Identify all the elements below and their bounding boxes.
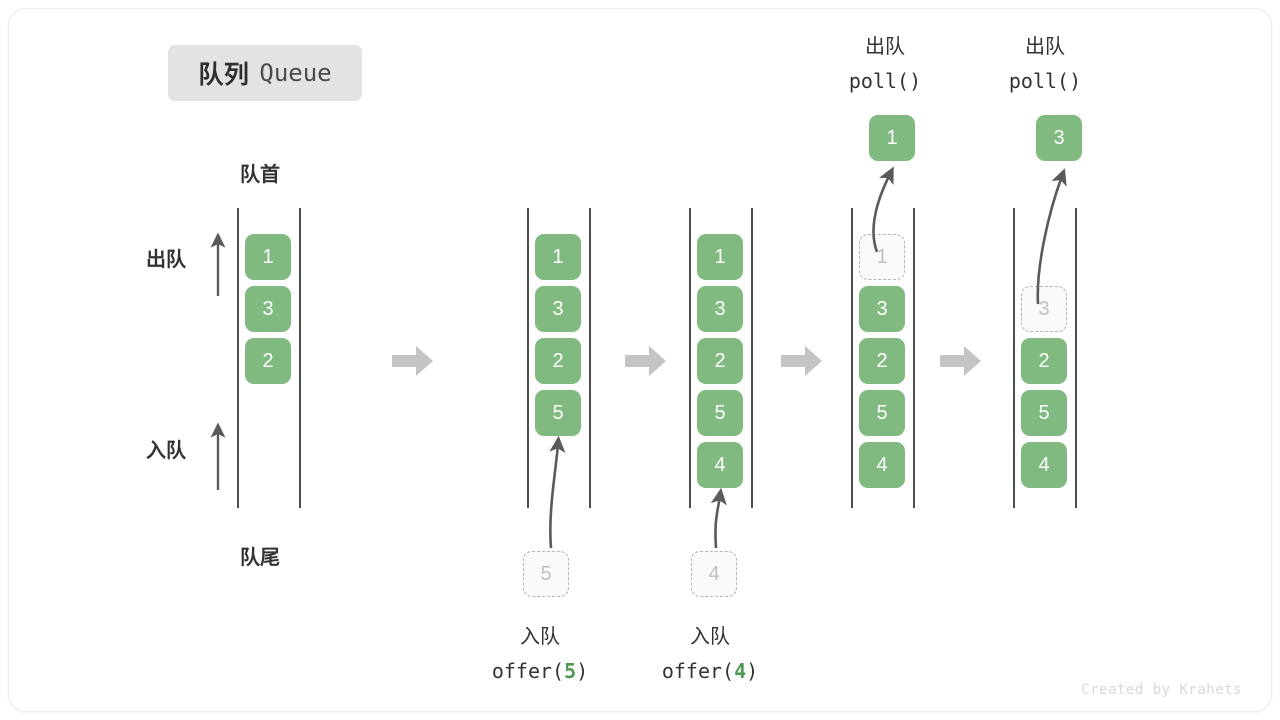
queue-cell: 5: [859, 390, 905, 436]
transition-arrow-icon-3: [781, 346, 822, 376]
queue-cell: 2: [1021, 338, 1067, 384]
title-cn: 队列: [198, 61, 250, 89]
ghost-cell-incoming: 4: [691, 551, 737, 597]
queue-cell: 4: [1021, 442, 1067, 488]
queue-cell: 5: [697, 390, 743, 436]
rail-left-col1: [237, 208, 239, 508]
ejected-cell: 1: [869, 115, 915, 161]
queue-cell-new: 5: [535, 390, 581, 436]
title-badge: 队列 Queue: [168, 45, 362, 101]
queue-cell: 1: [245, 234, 291, 280]
queue-cell: 3: [245, 286, 291, 332]
enqueue-direction-label: 入队: [146, 440, 186, 462]
queue-cell: 2: [697, 338, 743, 384]
offer-5-caption-cn: 入队: [520, 626, 560, 648]
queue-cell: 1: [697, 234, 743, 280]
offer-5-caption-call: offer(5): [491, 659, 589, 683]
poll-1-caption-call: poll(): [848, 69, 922, 93]
ejected-cell: 3: [1036, 115, 1082, 161]
rail-left-col3: [689, 208, 691, 508]
offer-4-arg: 4: [734, 659, 747, 683]
transition-arrow-icon-2: [625, 346, 666, 376]
offer-4-caption: 入队 offer(4): [610, 620, 810, 688]
rail-right-col5: [1075, 208, 1077, 508]
queue-cell: 1: [535, 234, 581, 280]
rail-left-col4: [851, 208, 853, 508]
rail-right-col3: [751, 208, 753, 508]
rail-right-col4: [913, 208, 915, 508]
queue-cell: 3: [859, 286, 905, 332]
ghost-cell-removed: 1: [859, 234, 905, 280]
queue-tail-label: 队尾: [240, 547, 280, 569]
poll-1-caption: 出队 poll(): [800, 30, 970, 98]
transition-arrow-icon-1: [392, 346, 433, 376]
offer-4-caption-call: offer(4): [661, 659, 759, 683]
offer-4-caption-cn: 入队: [690, 626, 730, 648]
queue-cell: 2: [859, 338, 905, 384]
poll-3-caption-cn: 出队: [1025, 36, 1065, 58]
title-en: Queue: [259, 59, 332, 87]
rail-right-col2: [589, 208, 591, 508]
dequeue-direction-label: 出队: [146, 249, 186, 271]
rail-left-col5: [1013, 208, 1015, 508]
rail-right-col1: [299, 208, 301, 508]
queue-cell: 3: [697, 286, 743, 332]
ghost-cell-incoming: 5: [523, 551, 569, 597]
ghost-cell-removed: 3: [1021, 286, 1067, 332]
credit-text: Created by Krahets: [1081, 682, 1242, 698]
transition-arrow-icon-4: [940, 346, 981, 376]
queue-cell-new: 4: [697, 442, 743, 488]
queue-cell: 5: [1021, 390, 1067, 436]
offer-5-arg: 5: [564, 659, 577, 683]
queue-cell: 2: [535, 338, 581, 384]
queue-head-label: 队首: [240, 164, 280, 186]
rail-left-col2: [527, 208, 529, 508]
queue-cell: 4: [859, 442, 905, 488]
poll-3-caption: 出队 poll(): [960, 30, 1130, 98]
queue-cell: 3: [535, 286, 581, 332]
queue-cell: 2: [245, 338, 291, 384]
offer-5-caption: 入队 offer(5): [440, 620, 640, 688]
poll-3-caption-call: poll(): [1008, 69, 1082, 93]
poll-1-caption-cn: 出队: [865, 36, 905, 58]
